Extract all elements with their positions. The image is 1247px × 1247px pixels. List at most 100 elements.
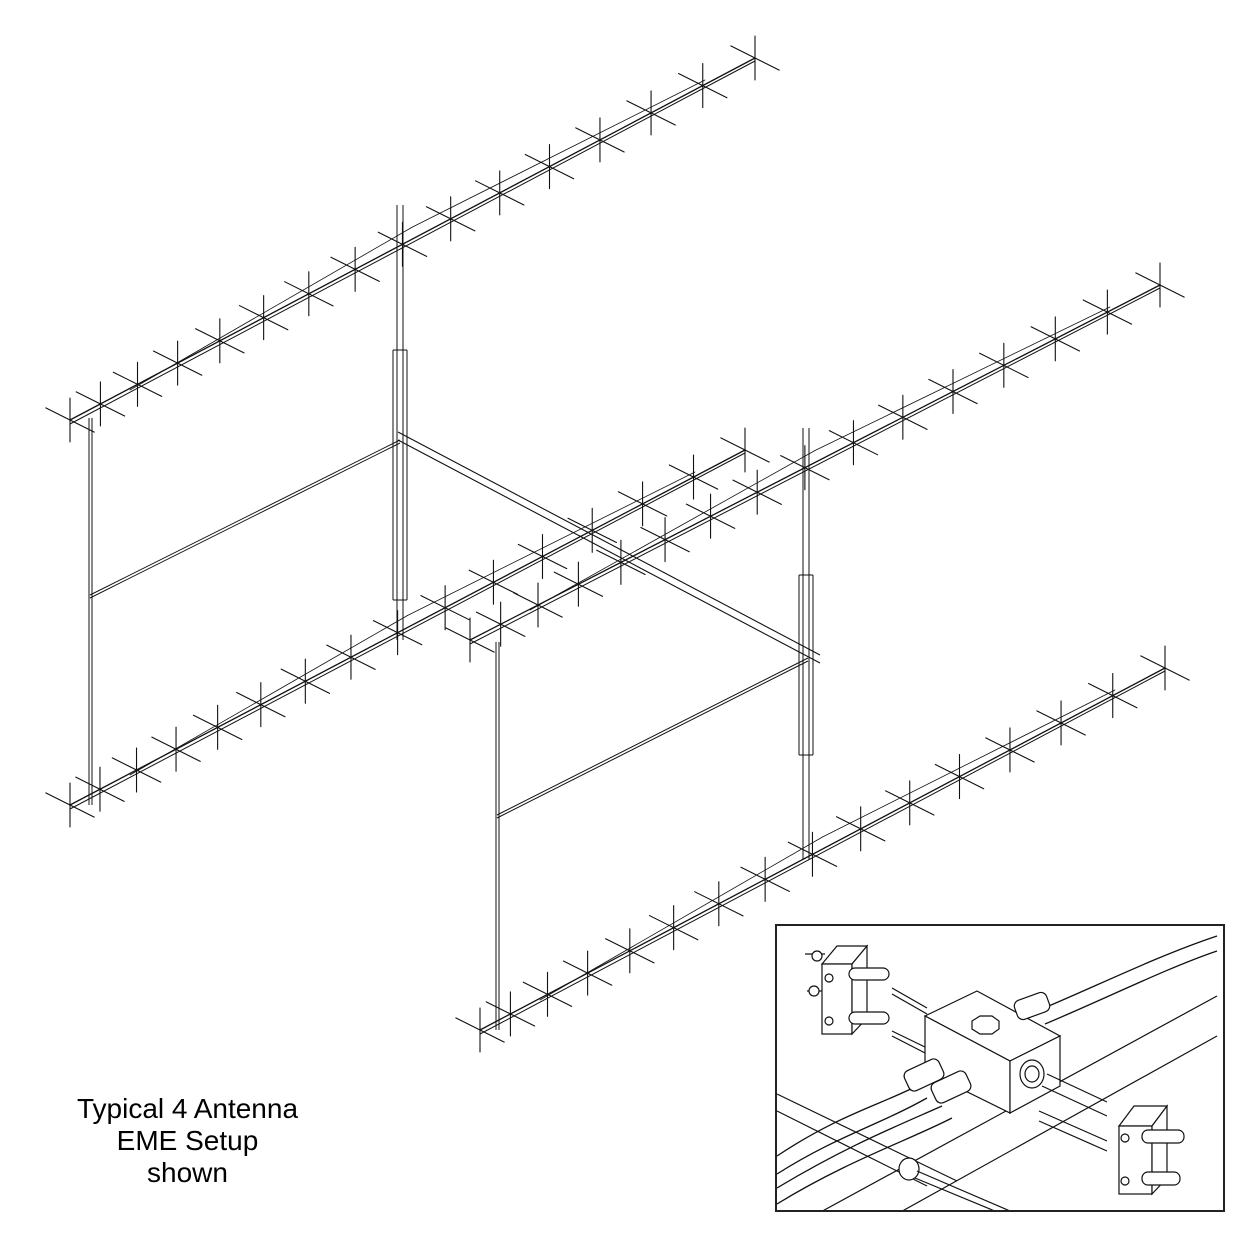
horizontal-element bbox=[326, 644, 376, 670]
caption-line-2: EME Setup bbox=[116, 1125, 259, 1156]
horizontal-element bbox=[928, 378, 978, 405]
boom bbox=[469, 284, 1161, 641]
horizontal-element bbox=[474, 180, 525, 206]
truss-wire bbox=[822, 689, 1116, 838]
horizontal-element bbox=[455, 1017, 505, 1043]
horizontal-element bbox=[45, 792, 95, 818]
horizontal-element bbox=[553, 571, 604, 597]
junction-box bbox=[923, 990, 1062, 1115]
left-rods bbox=[891, 987, 928, 1055]
left-mount-bracket bbox=[805, 944, 890, 1036]
horizontal-rod bbox=[496, 657, 809, 816]
horizontal-element bbox=[524, 153, 575, 180]
horizontal-element bbox=[1088, 682, 1138, 709]
boom bbox=[469, 287, 1161, 645]
horizontal-element bbox=[522, 981, 573, 1007]
horizontal-element bbox=[596, 549, 646, 576]
horizontal-element bbox=[787, 841, 838, 867]
boom bbox=[69, 449, 746, 806]
antenna-top-right bbox=[445, 262, 1185, 663]
horizontal-element bbox=[730, 45, 780, 71]
boom bbox=[69, 452, 746, 810]
horizontal-element bbox=[238, 305, 289, 331]
power-divider-detail-inset bbox=[775, 924, 1225, 1212]
horizontal-element bbox=[236, 691, 286, 718]
antenna-bottom-left bbox=[45, 427, 770, 828]
horizontal-element bbox=[828, 430, 879, 456]
horizontal-element bbox=[112, 371, 163, 397]
horizontal-rod bbox=[496, 660, 809, 819]
horizontal-element bbox=[605, 938, 655, 964]
horizontal-element bbox=[720, 437, 770, 463]
crossboom bbox=[397, 431, 821, 656]
horizontal-element bbox=[694, 891, 744, 917]
horizontal-element bbox=[640, 526, 690, 553]
horizontal-element bbox=[485, 1001, 536, 1027]
crossboom bbox=[397, 439, 821, 664]
horizontal-element bbox=[575, 127, 625, 153]
boom bbox=[69, 60, 756, 425]
horizontal-element bbox=[45, 407, 95, 433]
horizontal-element bbox=[740, 866, 790, 892]
horizontal-element bbox=[567, 517, 617, 543]
coax-cables bbox=[777, 935, 1218, 1205]
boom bbox=[479, 667, 1166, 1031]
caption: Typical 4 Antenna EME Setup shown bbox=[40, 1093, 335, 1189]
horizontal-element bbox=[284, 281, 334, 307]
horizontal-element bbox=[979, 352, 1029, 378]
horizontal-element bbox=[468, 569, 519, 595]
horizontal-element bbox=[1030, 326, 1081, 352]
horizontal-element bbox=[780, 455, 830, 481]
truss-wire bbox=[529, 450, 816, 611]
horizontal-element bbox=[878, 404, 928, 430]
horizontal-element bbox=[884, 790, 935, 816]
right-mount-bracket bbox=[1117, 1104, 1185, 1196]
octagon-cap bbox=[971, 1015, 1000, 1035]
antenna-group bbox=[45, 35, 1190, 1053]
horizontal-element bbox=[377, 231, 428, 257]
horizontal-element bbox=[1140, 655, 1190, 681]
horizontal-element bbox=[280, 668, 331, 694]
horizontal-element bbox=[934, 763, 985, 790]
horizontal-element bbox=[685, 503, 736, 529]
horizontal-element bbox=[420, 595, 470, 621]
horizontal-element bbox=[475, 611, 526, 637]
horizontal-element bbox=[330, 256, 380, 282]
horizontal-element bbox=[111, 757, 162, 783]
truss-wire bbox=[407, 471, 696, 616]
horizontal-element bbox=[195, 328, 245, 354]
truss-wire bbox=[129, 615, 408, 776]
horizontal-element bbox=[1036, 710, 1086, 736]
right-rods bbox=[1038, 1073, 1108, 1152]
horizontal-element bbox=[1082, 299, 1133, 325]
boom bbox=[479, 670, 1166, 1035]
antenna-top-left bbox=[45, 35, 780, 443]
caption-line-1: Typical 4 Antenna bbox=[76, 1093, 299, 1124]
truss-wire bbox=[412, 79, 706, 228]
horizontal-element bbox=[626, 100, 676, 126]
support-structure bbox=[88, 205, 821, 1030]
horizontal-element bbox=[1135, 272, 1185, 298]
horizontal-element bbox=[668, 464, 719, 490]
horizontal-rod bbox=[89, 439, 401, 596]
horizontal-element bbox=[648, 915, 699, 941]
horizontal-element bbox=[835, 816, 886, 842]
horizontal-element bbox=[425, 206, 476, 232]
boom bbox=[69, 57, 756, 421]
horizontal-element bbox=[562, 960, 613, 986]
horizontal-element bbox=[513, 592, 563, 618]
horizontal-rod bbox=[89, 442, 401, 599]
horizontal-element bbox=[75, 776, 125, 802]
horizontal-element bbox=[152, 350, 203, 376]
right-mast bbox=[798, 428, 814, 860]
horizontal-element bbox=[517, 543, 568, 570]
horizontal-element bbox=[445, 627, 495, 653]
horizontal-element bbox=[985, 737, 1035, 763]
horizontal-element bbox=[617, 491, 668, 517]
truss-wire bbox=[814, 306, 1111, 451]
antenna-bottom-right bbox=[455, 645, 1190, 1053]
horizontal-element bbox=[75, 391, 126, 417]
left-mast bbox=[392, 205, 408, 640]
caption-line-3: shown bbox=[147, 1157, 228, 1188]
